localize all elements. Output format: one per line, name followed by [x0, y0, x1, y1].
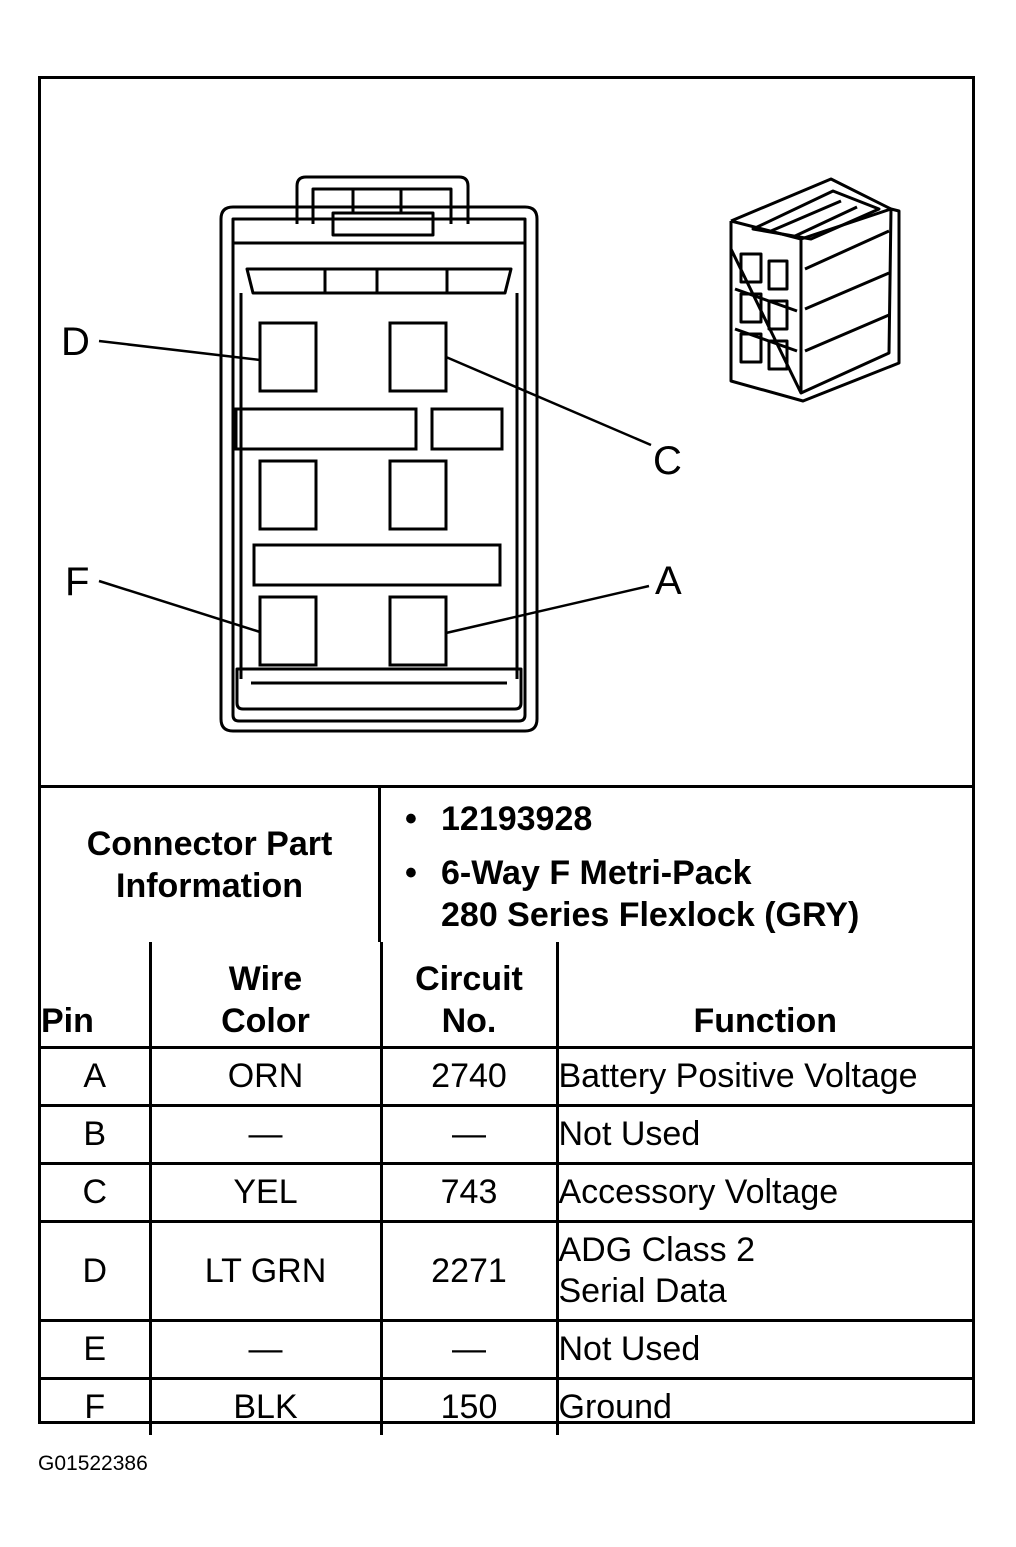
function-cell: Not Used [555, 1104, 972, 1165]
header-pin: Pin [41, 942, 152, 1049]
wire-color-cell: YEL [148, 1162, 383, 1223]
connector-face-view [98, 175, 901, 733]
part-info-heading-line2: Information [116, 867, 303, 905]
part-number: 12193928 [441, 800, 593, 838]
figure-id: G01522386 [38, 1452, 148, 1475]
header-circuit-line2: No. [441, 1002, 497, 1040]
connector-part-information: Connector Part Information • 12193928 • … [41, 785, 972, 942]
cavity-b [388, 459, 448, 531]
pinout-table: Pin Wire Color Circuit No. Function A OR… [41, 942, 972, 1435]
circuit-cell: 2271 [379, 1220, 559, 1322]
function-cell: Not Used [555, 1319, 972, 1380]
function-cell: Accessory Voltage [555, 1162, 972, 1223]
wire-color-cell: LT GRN [148, 1220, 383, 1322]
part-info-heading-line1: Connector Part [86, 825, 333, 863]
pin-cell: C [41, 1162, 152, 1223]
connector-type-line2: 280 Series Flexlock (GRY) [441, 896, 860, 934]
cavity-d [258, 321, 318, 393]
part-info-details: • 12193928 • 6-Way F Metri-Pack 280 Seri… [381, 788, 972, 942]
header-wire-color-line2: Color [221, 1002, 310, 1040]
cavity-c [388, 321, 448, 393]
connector-iso-view [729, 177, 901, 403]
wire-color-cell: BLK [148, 1377, 383, 1435]
pin-cell: E [41, 1319, 152, 1380]
table-row: C YEL 743 Accessory Voltage [41, 1162, 972, 1223]
wire-color-cell: ORN [148, 1046, 383, 1107]
circuit-cell: 743 [379, 1162, 559, 1223]
connector-drawing: D C F A [41, 79, 972, 785]
header-wire-color-line1: Wire [228, 960, 303, 998]
header-wire-color: Wire Color [148, 942, 383, 1049]
table-row: B — — Not Used [41, 1104, 972, 1165]
header-function: Function [555, 942, 972, 1049]
divider-bar-right [430, 407, 504, 451]
circuit-cell: 2740 [379, 1046, 559, 1107]
leader-line-c [445, 355, 652, 447]
bullet-icon: • [405, 800, 417, 838]
divider-bar-middle [252, 543, 502, 587]
leader-line-f [98, 579, 261, 634]
connector-type-item: • 6-Way F Metri-Pack 280 Series Flexlock… [405, 852, 860, 936]
circuit-cell: 150 [379, 1377, 559, 1435]
wire-color-cell: — [148, 1104, 383, 1165]
pin-cell: F [41, 1377, 152, 1435]
cavity-a [388, 595, 448, 667]
divider-bar-left [234, 407, 418, 451]
table-row: F BLK 150 Ground [41, 1377, 972, 1435]
circuit-cell: — [379, 1104, 559, 1165]
pinout-header-row: Pin Wire Color Circuit No. Function [41, 942, 972, 1049]
function-line2: Serial Data [558, 1272, 727, 1310]
leader-line-d [98, 339, 261, 362]
terminal-cavities [234, 321, 504, 667]
callout-label-a: A [655, 559, 682, 603]
connector-figure-frame: D C F A Connector Part Information • 121… [38, 76, 975, 1435]
pin-cell: A [41, 1046, 152, 1107]
function-cell: ADG Class 2 Serial Data [555, 1220, 972, 1322]
table-row: A ORN 2740 Battery Positive Voltage [41, 1046, 972, 1107]
wire-color-cell: — [148, 1319, 383, 1380]
function-cell: Ground [555, 1377, 972, 1435]
function-cell: Battery Positive Voltage [555, 1046, 972, 1107]
cavity-f [258, 595, 318, 667]
cavity-e [258, 459, 318, 531]
callout-label-d: D [61, 320, 90, 364]
header-circuit-no: Circuit No. [379, 942, 559, 1049]
bullet-icon: • [405, 854, 417, 892]
function-line1: ADG Class 2 [558, 1231, 755, 1269]
leader-line-a [445, 584, 650, 635]
connector-type-line1: 6-Way F Metri-Pack [441, 854, 752, 892]
part-info-heading: Connector Part Information [41, 788, 381, 942]
pin-cell: D [41, 1220, 152, 1322]
table-row: E — — Not Used [41, 1319, 972, 1380]
pin-cell: B [41, 1104, 152, 1165]
part-number-item: • 12193928 [405, 798, 593, 840]
circuit-cell: — [379, 1319, 559, 1380]
table-row: D LT GRN 2271 ADG Class 2 Serial Data [41, 1220, 972, 1322]
callout-label-f: F [65, 560, 90, 604]
header-circuit-line1: Circuit [415, 960, 523, 998]
callout-label-c: C [653, 439, 682, 483]
